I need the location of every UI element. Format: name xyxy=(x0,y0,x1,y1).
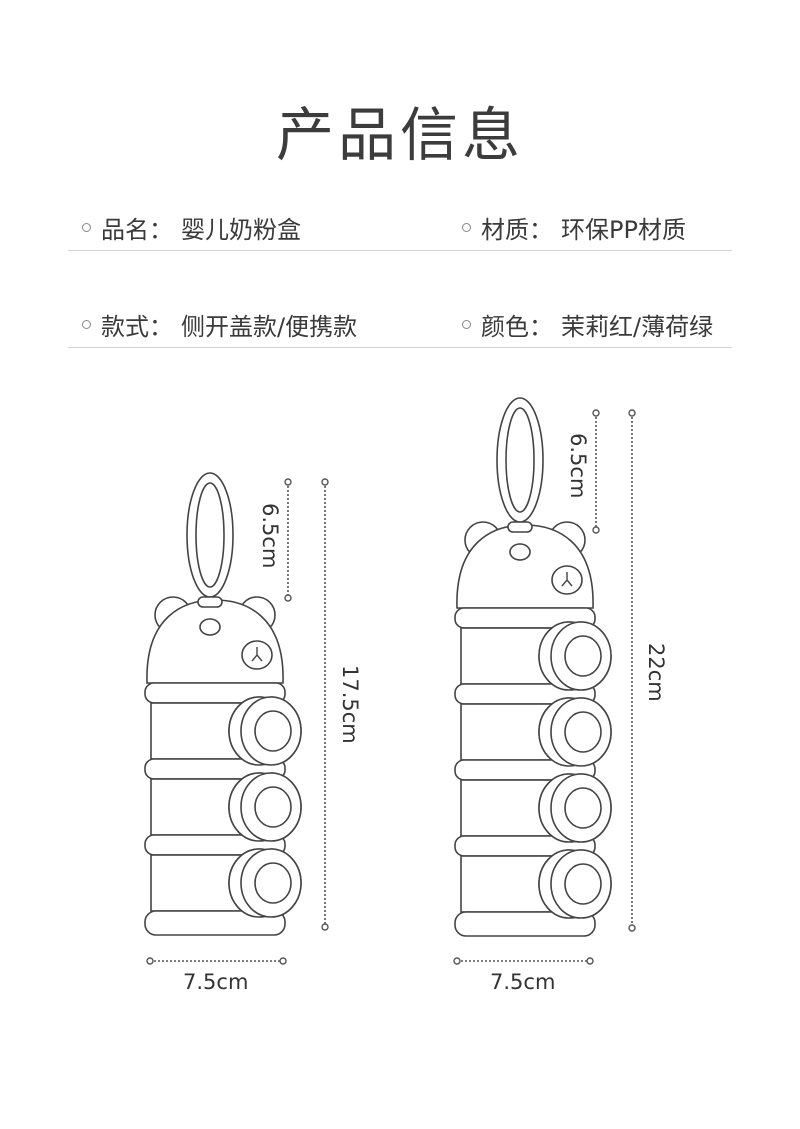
spec-label: 材质： xyxy=(481,216,553,244)
dimension-line-end xyxy=(321,478,329,486)
spec-label: 颜色： xyxy=(481,313,553,341)
dimension-line-end xyxy=(592,409,600,417)
bullet-icon xyxy=(82,320,91,329)
handle-base xyxy=(507,521,533,533)
spec-value: 茉莉红/薄荷绿 xyxy=(561,313,714,341)
handle-loop-inner xyxy=(195,482,225,588)
dispenser-knob-cap xyxy=(564,635,602,677)
spec-value: 侧开盖款/便携款 xyxy=(181,313,358,341)
right-handle-height: 6.5cm xyxy=(566,433,590,499)
page-title: 产品信息 xyxy=(275,101,524,169)
dispenser-knob-cap xyxy=(564,787,602,829)
handle-loop-inner xyxy=(505,407,535,513)
dimension-line-end xyxy=(146,957,154,965)
dimension-line-end xyxy=(628,409,636,417)
handle-base xyxy=(197,596,223,608)
right-total-height: 22cm xyxy=(644,643,668,702)
bullet-icon xyxy=(462,320,471,329)
dimension-line-end xyxy=(586,957,594,965)
spec-material: 材质： 环保PP材质 xyxy=(462,210,686,245)
dimension-line-end xyxy=(284,594,292,602)
dispenser-knob-cap xyxy=(564,711,602,753)
container-right xyxy=(454,397,612,937)
spec-label: 品名： xyxy=(101,216,173,244)
dispenser-knob-cap xyxy=(254,786,292,828)
spec-label: 款式： xyxy=(101,313,173,341)
bear-badge-mark xyxy=(561,572,573,587)
spec-style: 款式： 侧开盖款/便携款 xyxy=(82,307,357,342)
dispenser-knob-cap xyxy=(254,862,292,904)
left-handle-height: 6.5cm xyxy=(258,503,282,569)
base-band xyxy=(144,910,286,936)
dispenser-knob-cap xyxy=(564,863,602,905)
spec-name: 品名： 婴儿奶粉盒 xyxy=(82,210,301,245)
left-total-height: 17.5cm xyxy=(338,665,362,744)
base-band xyxy=(454,911,596,937)
container-left xyxy=(144,472,302,936)
dimension-line-end xyxy=(592,526,600,534)
bear-nose xyxy=(199,618,221,636)
dimension-line-end xyxy=(321,923,329,931)
spec-color: 颜色： 茉莉红/薄荷绿 xyxy=(462,307,713,342)
left-width: 7.5cm xyxy=(183,970,249,994)
spec-row: 品名： 婴儿奶粉盒 材质： 环保PP材质 xyxy=(68,210,732,251)
dimension-line-end xyxy=(284,478,292,486)
bullet-icon xyxy=(462,223,471,232)
bear-badge-mark xyxy=(251,647,263,662)
spec-value: 环保PP材质 xyxy=(561,216,686,244)
bear-nose xyxy=(509,543,531,561)
spec-row: 款式： 侧开盖款/便携款 颜色： 茉莉红/薄荷绿 xyxy=(68,307,732,348)
right-width: 7.5cm xyxy=(490,970,556,994)
dimension-line-end xyxy=(279,957,287,965)
bullet-icon xyxy=(82,223,91,232)
spec-value: 婴儿奶粉盒 xyxy=(181,216,301,244)
dimension-line-end xyxy=(453,957,461,965)
dispenser-knob-cap xyxy=(254,710,292,752)
dimension-line-end xyxy=(628,924,636,932)
